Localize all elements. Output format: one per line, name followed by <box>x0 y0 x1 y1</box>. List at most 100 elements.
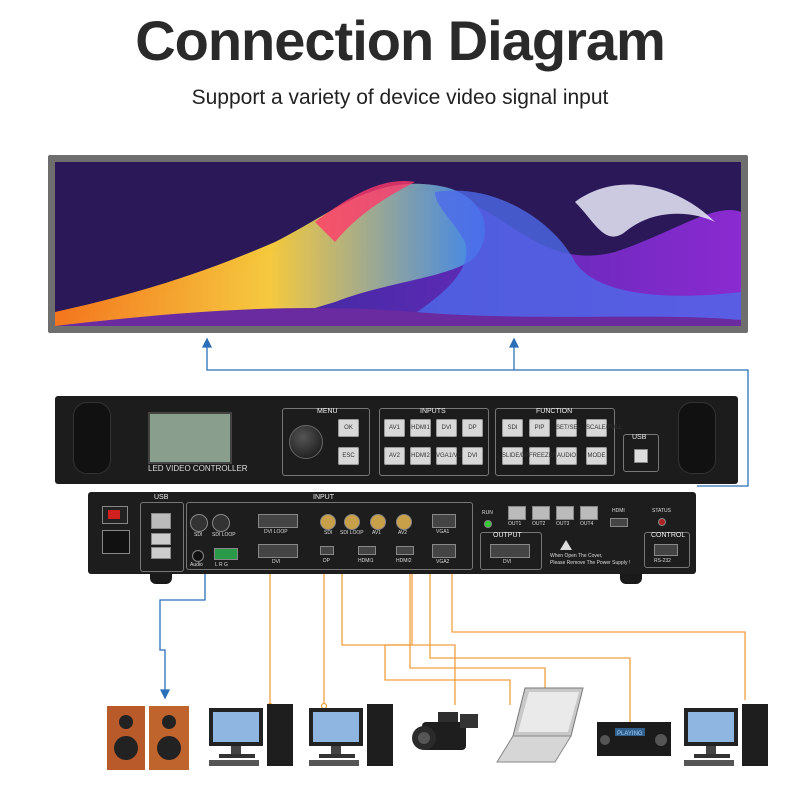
out4-label: OUT4 <box>580 521 594 527</box>
function-key[interactable]: SDI <box>502 419 523 437</box>
out3-port[interactable] <box>556 506 574 520</box>
input-key[interactable]: DVI <box>462 447 483 465</box>
foot <box>150 574 172 584</box>
controller-rear-panel: USB INPUT SDI SDI LOOP DVI LOOP DVI SDI … <box>88 492 696 574</box>
control-section: CONTROL <box>644 532 690 568</box>
hdmi-wire <box>405 557 546 690</box>
input-key[interactable]: HDMI1 <box>410 419 431 437</box>
out4-port[interactable] <box>580 506 598 520</box>
rack-handle-left <box>73 402 111 474</box>
input-key[interactable]: AV2 <box>384 447 405 465</box>
inputs-section: INPUTS AV1 HDMI1 DVI DP AV2 HDMI2 VGA1/V… <box>379 408 489 476</box>
function-key[interactable]: SET/SEL <box>556 419 581 437</box>
status-label: STATUS <box>652 508 671 514</box>
hdmi-out-port[interactable] <box>610 518 628 527</box>
power-switch[interactable] <box>102 506 128 524</box>
av1-label: AV1 <box>372 530 382 536</box>
menu-knob[interactable] <box>289 425 323 459</box>
input-key[interactable]: AV1 <box>384 419 405 437</box>
diagram-subtitle: Support a variety of device video signal… <box>191 86 609 109</box>
usb-port[interactable] <box>151 533 171 545</box>
out1-port[interactable] <box>508 506 526 520</box>
sdi-loop-port[interactable] <box>212 514 230 532</box>
audio-wire <box>159 573 206 692</box>
arrow-down-icon <box>159 689 171 700</box>
audio-terminal[interactable] <box>214 548 238 560</box>
computer-icon <box>680 700 775 777</box>
function-key[interactable]: MODE <box>586 447 607 465</box>
sdi-label: SDI <box>194 532 203 538</box>
vga1-port[interactable] <box>432 514 456 528</box>
input-key[interactable]: HDMI2 <box>410 447 431 465</box>
rack-handle-right <box>678 402 716 474</box>
function-key[interactable]: SLIDE/DP <box>502 447 529 465</box>
function-key[interactable]: PIP <box>529 419 550 437</box>
dvi-out-port[interactable] <box>490 544 530 558</box>
out3-label: OUT3 <box>556 521 570 527</box>
receiver-display: PLAYING <box>617 731 643 737</box>
speakers-icon <box>105 704 191 779</box>
ok-button[interactable]: OK <box>338 419 359 437</box>
sdi-loop-label: SDI LOOP <box>212 532 236 538</box>
inputs-label: INPUTS <box>420 408 446 415</box>
rs232-port[interactable] <box>654 544 678 556</box>
usb-label: USB <box>632 434 647 441</box>
function-key[interactable]: FREEZE/BLK <box>529 447 566 465</box>
controller-front-panel: LED VIDEO CONTROLLER MENU OK ESC INPUTS … <box>55 396 738 484</box>
dvi-loop-label: DVI LOOP <box>264 529 288 535</box>
dvi-port[interactable] <box>258 544 298 558</box>
out2-label: OUT2 <box>532 521 546 527</box>
run-led <box>484 520 492 528</box>
wave-art <box>55 162 741 326</box>
dp-port[interactable] <box>320 546 334 555</box>
av1-port[interactable] <box>370 514 386 530</box>
lcd-display <box>148 412 232 464</box>
control-label: CONTROL <box>651 532 686 539</box>
input-key[interactable]: DVI <box>436 419 457 437</box>
usb-rear-section: USB <box>140 494 184 572</box>
laptop-icon <box>495 684 590 775</box>
usb-port[interactable] <box>634 449 648 463</box>
dp-label: DP <box>323 558 330 564</box>
hdmi1-port[interactable] <box>358 546 376 555</box>
vga2-label: VGA2 <box>436 559 450 565</box>
audio-jack[interactable] <box>192 550 204 562</box>
rs232-label: RS-232 <box>654 558 671 564</box>
out2-port[interactable] <box>532 506 550 520</box>
function-key[interactable]: SCALE/FULL <box>586 419 622 437</box>
sdi-port[interactable] <box>190 514 208 532</box>
led-screen <box>48 155 748 333</box>
controller-label: LED VIDEO CONTROLLER <box>148 464 248 473</box>
hdmi2-label: HDMI2 <box>396 558 412 564</box>
input-key[interactable]: DP <box>462 419 483 437</box>
hdmi1-label: HDMI1 <box>358 558 374 564</box>
usb-section: USB <box>623 434 659 472</box>
vga1-label: VGA1 <box>436 529 450 535</box>
output-label: OUTPUT <box>493 532 522 539</box>
bnc-sdi-loop-label: SDI LOOP <box>340 530 364 536</box>
output-section: OUTPUT <box>480 532 542 570</box>
bnc-sdi-loop-port[interactable] <box>344 514 360 530</box>
hdmi2-port[interactable] <box>396 546 414 555</box>
bnc-sdi-port[interactable] <box>320 514 336 530</box>
ethernet-port[interactable] <box>151 513 171 529</box>
warning-line-2: Please Remove The Power Supply ! <box>550 560 631 566</box>
function-key[interactable]: AUDIO <box>556 447 577 465</box>
computer-icon <box>205 700 300 777</box>
audio-lr-label: L R G <box>215 562 228 568</box>
vga-wire <box>451 560 746 700</box>
dvi-loop-port[interactable] <box>258 514 298 528</box>
input-label: INPUT <box>313 494 334 501</box>
av2-port[interactable] <box>396 514 412 530</box>
computer-icon <box>305 700 400 777</box>
vga2-port[interactable] <box>432 544 456 558</box>
menu-label: MENU <box>317 408 338 415</box>
power-socket[interactable] <box>102 530 130 554</box>
input-key[interactable]: VGA1/VGA2 <box>436 447 470 465</box>
esc-button[interactable]: ESC <box>338 447 359 465</box>
warning-icon <box>560 540 572 550</box>
dvi-out-label: DVI <box>503 559 512 565</box>
usb-port[interactable] <box>151 547 171 559</box>
input-section: INPUT <box>186 494 473 570</box>
output-wire <box>206 345 749 487</box>
